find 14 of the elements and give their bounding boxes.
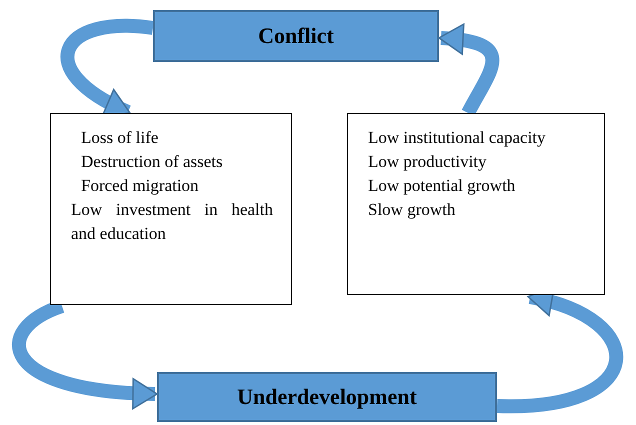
box-heading: Conflict [258, 23, 334, 49]
list-item: Loss of life [80, 127, 160, 149]
text-box [50, 113, 292, 305]
list-item: Forced migration [80, 175, 200, 197]
list-item: Destruction of assets [80, 151, 224, 173]
text-box [347, 113, 605, 295]
list-item: Low institutional capacity [368, 127, 547, 149]
title-box [157, 372, 497, 422]
title-box [153, 10, 439, 62]
box-heading: Underdevelopment [237, 384, 417, 410]
list-item: Low potential growth [368, 175, 516, 197]
list-item: Slow growth [368, 199, 456, 221]
list-item: Low investment in health and education [71, 199, 273, 245]
list-item: Low productivity [368, 151, 488, 173]
